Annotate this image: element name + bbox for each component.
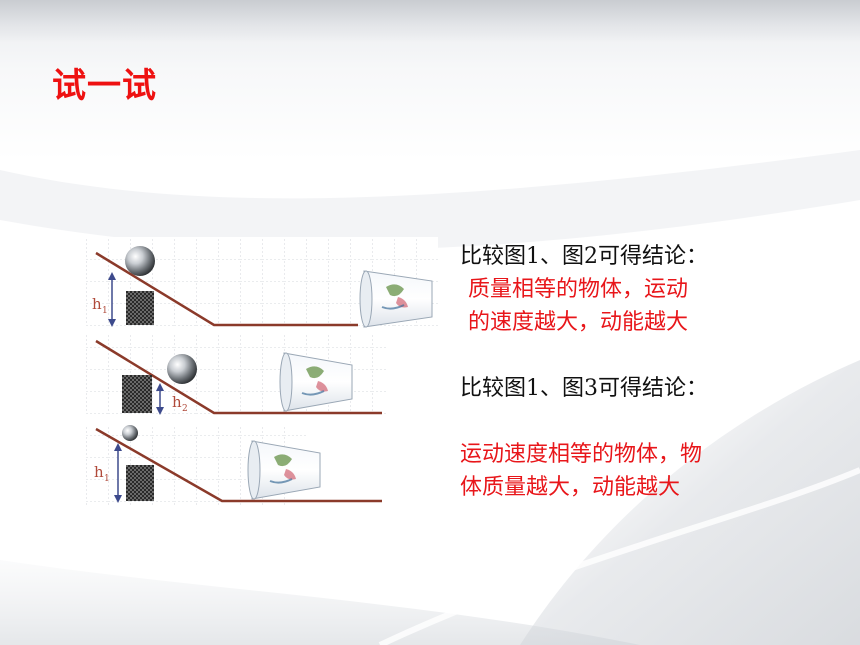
paper-cup-1: [359, 270, 433, 328]
panel-2: h 2: [86, 335, 386, 415]
svg-text:h: h: [94, 463, 104, 481]
block-2: [122, 375, 152, 413]
experiment-figure: h 1 h 2: [86, 237, 438, 505]
comparison-1-heading: 比较图1、图2可得结论：: [460, 244, 708, 269]
steel-ball-2: [167, 354, 197, 384]
conclusion-2-line-2: 体质量越大，动能越大: [460, 475, 681, 500]
conclusion-2-line-1: 运动速度相等的物体，物: [460, 442, 703, 467]
comparison-2-heading: 比较图1、图3可得结论：: [460, 376, 708, 401]
slide-title: 试一试: [52, 66, 157, 106]
panel-1: h 1: [86, 239, 438, 328]
conclusion-1-line-2: 的速度越大，动能越大: [468, 310, 689, 335]
paper-cup-3: [247, 440, 321, 500]
steel-ball-3: [122, 425, 138, 441]
block-1: [126, 291, 154, 325]
top-band: [0, 0, 860, 42]
svg-text:2: 2: [182, 404, 188, 414]
experiment-diagram: h 1 h 2: [86, 239, 438, 505]
svg-text:h: h: [92, 295, 102, 313]
conclusion-text: 比较图1、图2可得结论： 质量相等的物体，运动 的速度越大，动能越大 比较图1、…: [460, 240, 790, 504]
paper-cup-2: [279, 352, 353, 412]
steel-ball-1: [125, 246, 155, 276]
svg-text:1: 1: [104, 474, 110, 484]
svg-text:h: h: [172, 393, 182, 411]
block-3: [126, 465, 154, 501]
panel-3: h 1: [86, 425, 382, 505]
svg-text:1: 1: [102, 306, 108, 316]
conclusion-1-line-1: 质量相等的物体，运动: [468, 277, 689, 302]
